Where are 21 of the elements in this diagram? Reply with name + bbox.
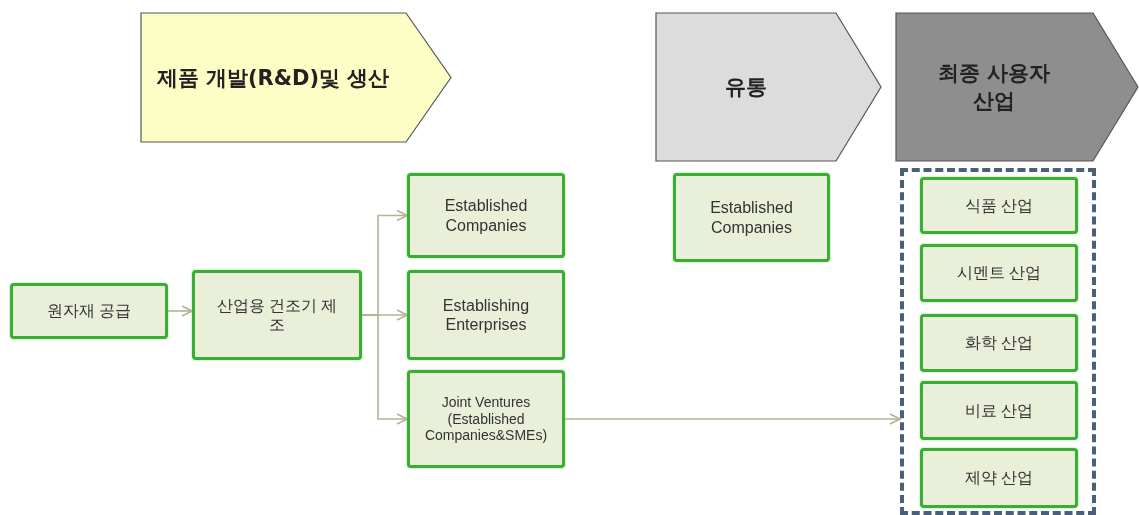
arrow	[361, 314, 408, 425]
process-box: Joint Ventures (Established Companies&SMEs)	[407, 370, 565, 468]
chevron-shape	[655, 12, 882, 162]
dashed-group-box	[900, 168, 1096, 515]
process-box: 제약 산업	[920, 448, 1078, 508]
stage-title: 유통	[724, 74, 767, 101]
arrow	[167, 305, 193, 317]
process-box: Established Companies	[673, 173, 830, 262]
process-box: 산업용 건조기 제조	[192, 270, 362, 360]
process-box: 화학 산업	[920, 314, 1078, 372]
chevron-shape	[895, 12, 1139, 162]
process-box: 비료 산업	[920, 381, 1078, 440]
process-box: 식품 산업	[920, 177, 1078, 234]
arrow	[564, 413, 901, 425]
process-box: Establishing Enterprises	[407, 270, 565, 360]
stage-title: 제품 개발(R&D)및 생산	[156, 64, 390, 92]
chevron-shape	[140, 12, 452, 143]
process-box: 시멘트 산업	[920, 244, 1078, 302]
stage-title: 최종 사용자 산업	[936, 60, 1052, 115]
process-box: 원자재 공급	[10, 283, 168, 339]
process-box: Established Companies	[407, 173, 565, 258]
